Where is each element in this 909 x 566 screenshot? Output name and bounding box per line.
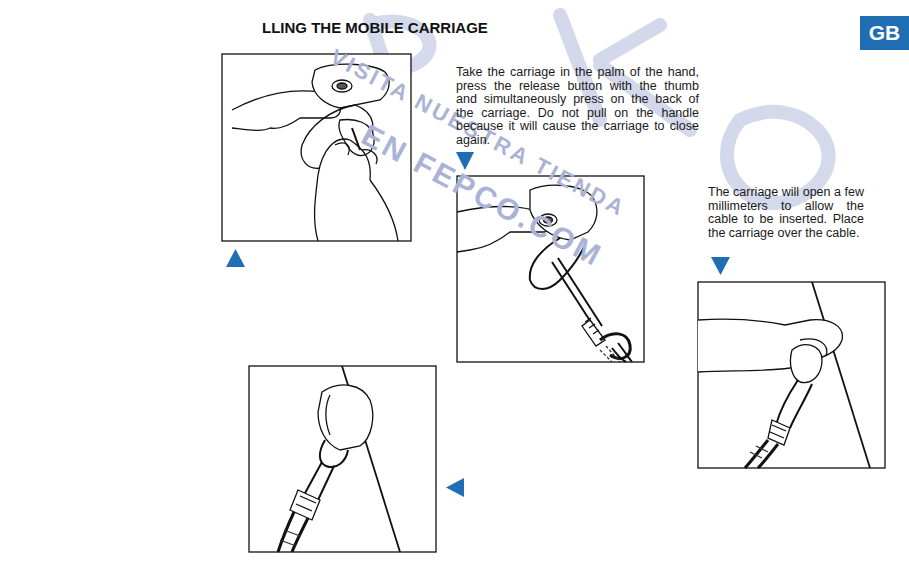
language-badge: GB: [860, 16, 909, 50]
illustration-panel: [698, 282, 885, 468]
page-title: LLING THE MOBILE CARRIAGE: [262, 19, 488, 36]
instruction-text: Take the carriage in the palm of the han…: [456, 66, 699, 148]
instruction-text: The carriage will open a few millimeters…: [708, 186, 864, 240]
illustration-panel: [249, 366, 436, 552]
pointer-triangle: [226, 249, 245, 267]
pointer-triangle: [711, 257, 730, 275]
badge-text: GB: [869, 21, 901, 45]
pointer-triangle: [446, 478, 464, 497]
